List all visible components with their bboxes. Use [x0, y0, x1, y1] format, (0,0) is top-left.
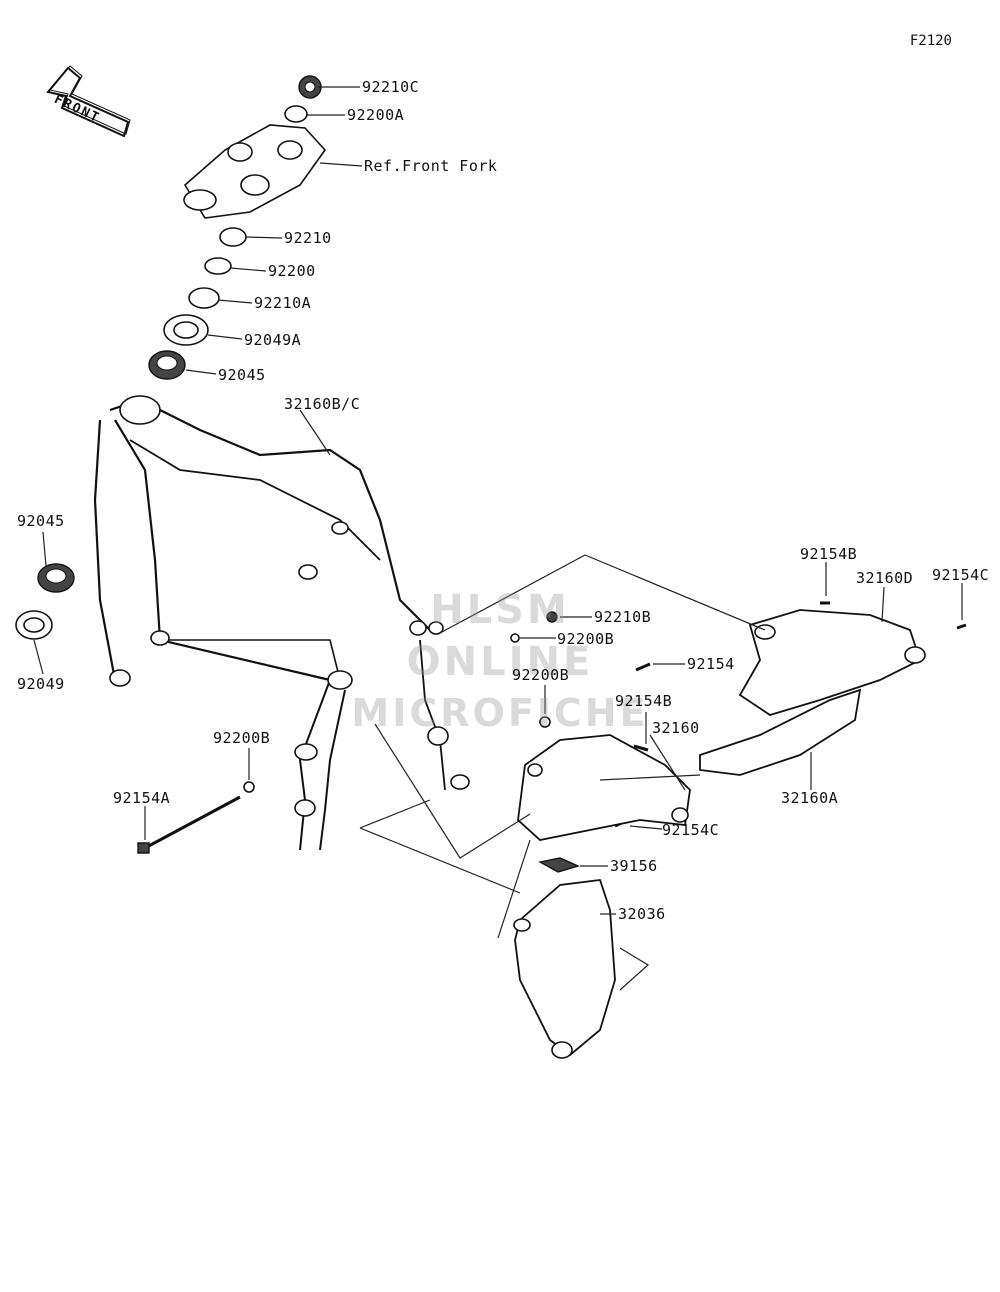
callout-92154b-mid[interactable]: 92154B [615, 692, 673, 710]
long-bolt-92154a [137, 795, 241, 854]
washer-92200b-mid [510, 633, 520, 643]
nut-92210a [188, 287, 220, 309]
washer-92200b-mid2 [539, 716, 551, 728]
seal-92049a [163, 314, 209, 346]
bearing-92045-left [37, 563, 75, 593]
washer-92200b-left [243, 781, 255, 793]
steering-stem-nut [298, 75, 322, 99]
engine-bracket-32036 [513, 879, 616, 1059]
callout-92154a[interactable]: 92154A [113, 789, 171, 807]
washer-92200a [284, 105, 308, 123]
rear-support-bracket [419, 639, 470, 791]
lower-frame-member [294, 670, 353, 851]
callout-92154c-bottom[interactable]: 92154C [662, 821, 720, 839]
bearing-92045-top [148, 350, 186, 380]
washer-92200 [204, 257, 232, 275]
bolt-92154b-mid [633, 744, 649, 752]
diagram-code: F2120 [909, 33, 952, 49]
callout-92049a[interactable]: 92049A [244, 331, 302, 349]
stem-nut-92210 [219, 227, 247, 247]
watermark-line-3: MICROFICHE [351, 691, 649, 735]
upper-triple-clamp [183, 124, 327, 219]
assembly-lines [359, 554, 766, 991]
bolt-92154c-top [956, 623, 967, 630]
callout-32160bc[interactable]: 32160B/C [284, 395, 361, 413]
watermark-line-1: HLSM [430, 587, 570, 633]
callout-92200[interactable]: 92200 [268, 262, 316, 280]
callout-92049[interactable]: 92049 [17, 675, 65, 693]
callout-92210a[interactable]: 92210A [254, 294, 312, 312]
callout-32160[interactable]: 32160 [652, 719, 700, 737]
seal-92049 [15, 610, 53, 640]
callout-92210c[interactable]: 92210C [362, 78, 420, 96]
callout-92200a[interactable]: 92200A [347, 106, 405, 124]
callout-92045-left[interactable]: 92045 [17, 512, 65, 530]
callout-32160d[interactable]: 32160D [856, 569, 914, 587]
callout-39156[interactable]: 39156 [610, 857, 658, 875]
callout-32036[interactable]: 32036 [618, 905, 666, 923]
callout-ref-front-fork[interactable]: Ref.Front Fork [364, 157, 498, 175]
callout-92210[interactable]: 92210 [284, 229, 332, 247]
side-bracket-32160 [517, 734, 691, 841]
callout-92154b-top[interactable]: 92154B [800, 545, 858, 563]
callout-92200b-mid[interactable]: 92200B [557, 630, 615, 648]
callout-32160a[interactable]: 32160A [781, 789, 839, 807]
callout-92210b[interactable]: 92210B [594, 608, 652, 626]
callout-92200b-left[interactable]: 92200B [213, 729, 271, 747]
callout-92154[interactable]: 92154 [687, 655, 735, 673]
callout-92045-top[interactable]: 92045 [218, 366, 266, 384]
bolt-92154 [635, 662, 651, 672]
callout-92154c-top[interactable]: 92154C [932, 566, 990, 584]
side-bracket-32160a [699, 688, 862, 776]
watermark-line-2: ONLINE [406, 639, 594, 685]
main-frame [93, 395, 444, 687]
callout-92200b-mid2[interactable]: 92200B [512, 666, 570, 684]
label-plate-39156 [537, 857, 581, 873]
leader-lines [33, 86, 963, 915]
nut-92210b [546, 611, 558, 623]
front-arrow-icon [46, 65, 131, 138]
